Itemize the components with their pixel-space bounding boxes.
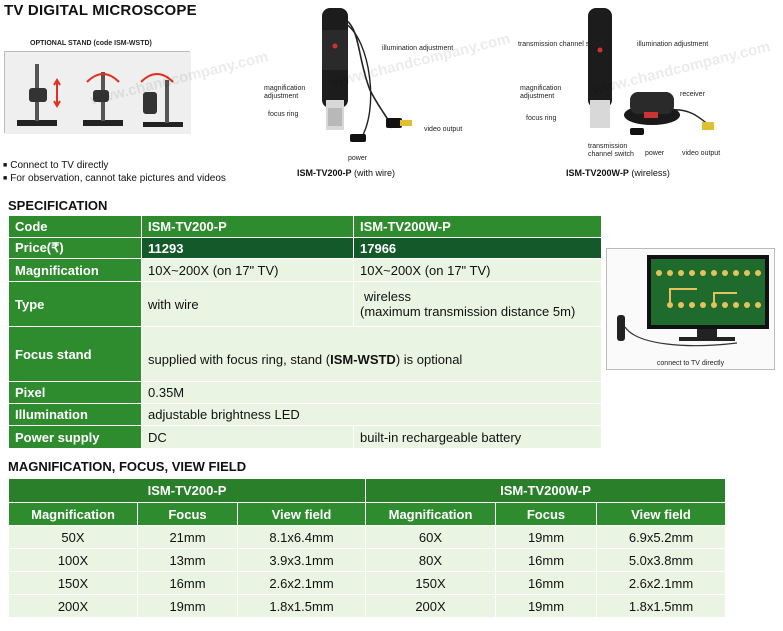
spec-value: 11293: [141, 237, 354, 259]
feature-list: Connect to TV directly For observation, …: [3, 160, 226, 186]
spec-value: 10X~200X (on 17" TV): [141, 258, 354, 282]
spec-label: Price(₹): [8, 237, 142, 259]
spec-value: 0.35M: [141, 381, 602, 404]
wireless-microscope-image: [588, 8, 714, 135]
stand-image: [4, 51, 191, 134]
stand-label: OPTIONAL STAND (code ISM-WSTD): [30, 40, 152, 47]
spec-value: with wire: [141, 281, 354, 327]
spec-row-illumination: Illumination adjustable brightness LED: [8, 403, 602, 426]
spec-row-pixel: Pixel 0.35M: [8, 381, 602, 404]
callout-focus-ring: focus ring: [526, 115, 557, 122]
table-cell: 3.9x3.1mm: [237, 548, 366, 572]
spec-row-focus-stand: Focus stand supplied with focus ring, st…: [8, 326, 602, 382]
table-cell: 1.8x1.5mm: [596, 594, 726, 618]
column-header: View field: [237, 502, 366, 526]
table-cell: 19mm: [137, 594, 238, 618]
table-cell: 200X: [8, 594, 138, 618]
table-cell: 150X: [365, 571, 496, 595]
table-cell: 80X: [365, 548, 496, 572]
column-header: Focus: [137, 502, 238, 526]
table-cell: 5.0x3.8mm: [596, 548, 726, 572]
spec-label: Type: [8, 281, 142, 327]
table-cell: 1.8x1.5mm: [237, 594, 366, 618]
spec-label: Focus stand: [8, 326, 142, 382]
spec-value: wireless(maximum transmission distance 5…: [353, 281, 602, 327]
table-cell: 16mm: [495, 548, 597, 572]
spec-label: Pixel: [8, 381, 142, 404]
table-cell: 200X: [365, 594, 496, 618]
spec-row-power-supply: Power supply DC built-in rechargeable ba…: [8, 425, 602, 449]
table-cell: 100X: [8, 548, 138, 572]
spec-row-price: Price(₹) 11293 17966: [8, 237, 602, 259]
spec-value: DC: [141, 425, 354, 449]
table-cell: 2.6x2.1mm: [237, 571, 366, 595]
table-cell: 16mm: [495, 571, 597, 595]
table-cell: 60X: [365, 525, 496, 549]
feature-item: Connect to TV directly: [3, 160, 226, 173]
table-cell: 19mm: [495, 525, 597, 549]
table-cell: 19mm: [495, 594, 597, 618]
table-row: 100X 13mm 3.9x3.1mm 80X 16mm 5.0x3.8mm: [8, 548, 726, 572]
table-cell: 13mm: [137, 548, 238, 572]
spec-row-type: Type with wire wireless(maximum transmis…: [8, 281, 602, 327]
table-cell: 16mm: [137, 571, 238, 595]
spec-value: built-in rechargeable battery: [353, 425, 602, 449]
spec-label: Magnification: [8, 258, 142, 282]
spec-value: 17966: [353, 237, 602, 259]
magnification-table: ISM-TV200-P ISM-TV200W-P Magnification F…: [8, 478, 726, 618]
figure-caption-wireless: ISM-TV200W-P (wireless): [566, 168, 670, 178]
table-cell: 150X: [8, 571, 138, 595]
figure-caption-wired: ISM-TV200-P (with wire): [297, 168, 396, 178]
callout-illumination: illumination adjustment: [382, 45, 454, 52]
table-row: 150X 16mm 2.6x2.1mm 150X 16mm 2.6x2.1mm: [8, 571, 726, 595]
table-cell: 50X: [8, 525, 138, 549]
spec-value: adjustable brightness LED: [141, 403, 602, 426]
table-group-header: ISM-TV200-P ISM-TV200W-P: [8, 478, 726, 503]
spec-heading: SPECIFICATION: [8, 198, 108, 213]
spec-label: Code: [8, 215, 142, 238]
column-header: Magnification: [365, 502, 496, 526]
callout-receiver: receiver: [680, 91, 705, 98]
callout-focus-ring: focus ring: [268, 111, 299, 118]
column-header: View field: [596, 502, 726, 526]
table-cell: 6.9x5.2mm: [596, 525, 726, 549]
group-header: ISM-TV200W-P: [365, 478, 726, 503]
page-title: TV DIGITAL MICROSCOPE: [4, 2, 197, 19]
spec-value: 10X~200X (on 17" TV): [353, 258, 602, 282]
spec-row-magnification: Magnification 10X~200X (on 17" TV) 10X~2…: [8, 258, 602, 282]
column-header: Magnification: [8, 502, 138, 526]
callout-power: power: [645, 150, 665, 157]
column-header: Focus: [495, 502, 597, 526]
table-cell: 2.6x2.1mm: [596, 571, 726, 595]
callout-power: power: [348, 155, 368, 162]
connect-tv-image: connect to TV directly: [606, 248, 775, 370]
wired-microscope-image: [322, 8, 412, 142]
spec-label: Illumination: [8, 403, 142, 426]
callout-video-output: video output: [682, 150, 721, 157]
callout-illumination: illumination adjustment: [637, 41, 709, 48]
spec-table: Code ISM-TV200-P ISM-TV200W-P Price(₹) 1…: [8, 215, 602, 449]
callout-video-output: video output: [424, 126, 463, 133]
callout-transmission-switch: transmission channel switch: [518, 41, 606, 48]
spec-value: ISM-TV200-P: [141, 215, 354, 238]
spec-value: ISM-TV200W-P: [353, 215, 602, 238]
table-column-header: Magnification Focus View field Magnifica…: [8, 502, 726, 526]
connect-tv-caption: connect to TV directly: [656, 360, 725, 367]
callout-transmission-switch-2: transmission channel switch: [588, 143, 634, 158]
feature-item: For observation, cannot take pictures an…: [3, 173, 226, 186]
table-cell: 21mm: [137, 525, 238, 549]
table-row: 200X 19mm 1.8x1.5mm 200X 19mm 1.8x1.5mm: [8, 594, 726, 618]
magnification-heading: MAGNIFICATION, FOCUS, VIEW FIELD: [8, 459, 247, 474]
table-row: 50X 21mm 8.1x6.4mm 60X 19mm 6.9x5.2mm: [8, 525, 726, 549]
callout-magnification: magnification adjustment: [520, 85, 562, 100]
spec-row-code: Code ISM-TV200-P ISM-TV200W-P: [8, 215, 602, 238]
table-cell: 8.1x6.4mm: [237, 525, 366, 549]
spec-value: supplied with focus ring, stand (ISM-WST…: [141, 326, 602, 382]
group-header: ISM-TV200-P: [8, 478, 366, 503]
callout-magnification: magnification adjustment: [264, 85, 306, 100]
spec-label: Power supply: [8, 425, 142, 449]
